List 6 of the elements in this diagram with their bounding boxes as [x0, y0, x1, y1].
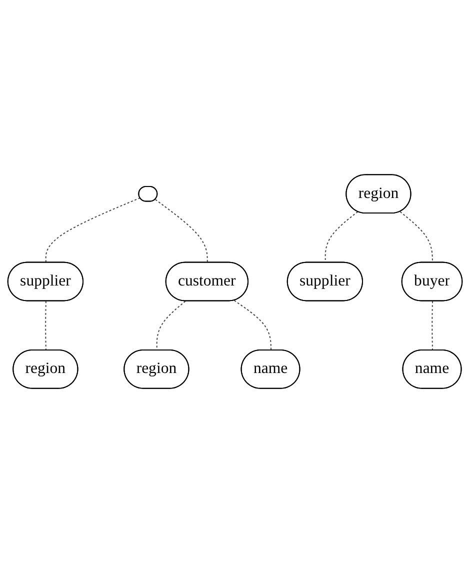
- connector: [432, 300, 433, 351]
- connector: [154, 199, 208, 264]
- connector: [45, 197, 141, 264]
- connector: [400, 211, 433, 264]
- connector: [234, 300, 272, 351]
- connector: [45, 300, 46, 351]
